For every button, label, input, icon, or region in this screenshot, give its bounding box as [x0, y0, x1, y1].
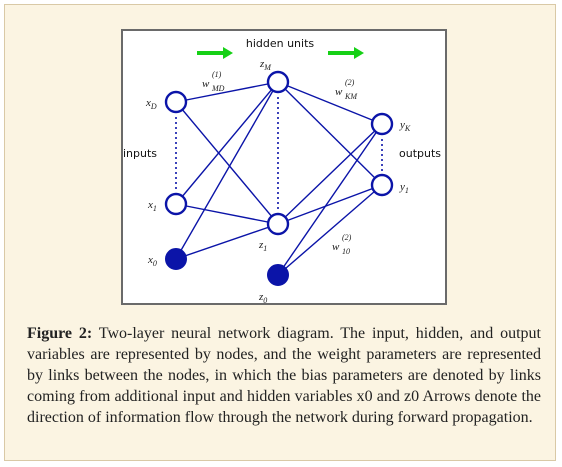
flow-arrow-left [197, 47, 233, 59]
svg-text:MD: MD [211, 84, 225, 93]
caption-text: Two-layer neural network diagram. The in… [27, 325, 542, 426]
label-x1: x1 [147, 199, 157, 213]
input-hidden-links [175, 81, 279, 260]
svg-text:(2): (2) [345, 78, 355, 87]
hidden-units-title: hidden units [246, 37, 315, 50]
weight-label-w2-10: w (2) 10 [332, 233, 352, 256]
label-xD: xD [145, 97, 157, 111]
label-x0: x0 [147, 254, 157, 268]
svg-text:w: w [332, 241, 340, 253]
svg-text:(1): (1) [212, 70, 222, 79]
caption-prefix: Figure 2: [27, 325, 93, 342]
svg-text:w: w [335, 86, 343, 98]
outputs-label: outputs [399, 147, 441, 160]
hidden-output-links [277, 81, 383, 276]
network-diagram: hidden units [123, 37, 441, 305]
node-yK [370, 112, 394, 136]
label-zM: zM [259, 58, 272, 72]
weight-label-w1-MD: w (1) MD [202, 70, 225, 93]
svg-text:(2): (2) [342, 233, 352, 242]
svg-text:10: 10 [342, 247, 350, 256]
node-zM [266, 70, 290, 94]
label-y1: y1 [399, 181, 409, 195]
flow-arrow-right [328, 47, 364, 59]
svg-text:w: w [202, 78, 210, 90]
label-z1: z1 [258, 239, 267, 253]
node-z0-bias [267, 264, 289, 286]
weight-label-w2-KM: w (2) KM [335, 78, 358, 101]
figure-card: hidden units [4, 4, 556, 461]
inputs-label: inputs [123, 147, 157, 160]
svg-text:KM: KM [344, 92, 358, 101]
node-z1 [266, 212, 290, 236]
node-x0-bias [165, 248, 187, 270]
label-z0: z0 [258, 291, 267, 305]
label-yK: yK [399, 119, 411, 133]
node-xD [164, 90, 188, 114]
node-x1 [164, 192, 188, 216]
figure-caption: Figure 2: Two-layer neural network diagr… [27, 323, 541, 428]
node-y1 [370, 173, 394, 197]
